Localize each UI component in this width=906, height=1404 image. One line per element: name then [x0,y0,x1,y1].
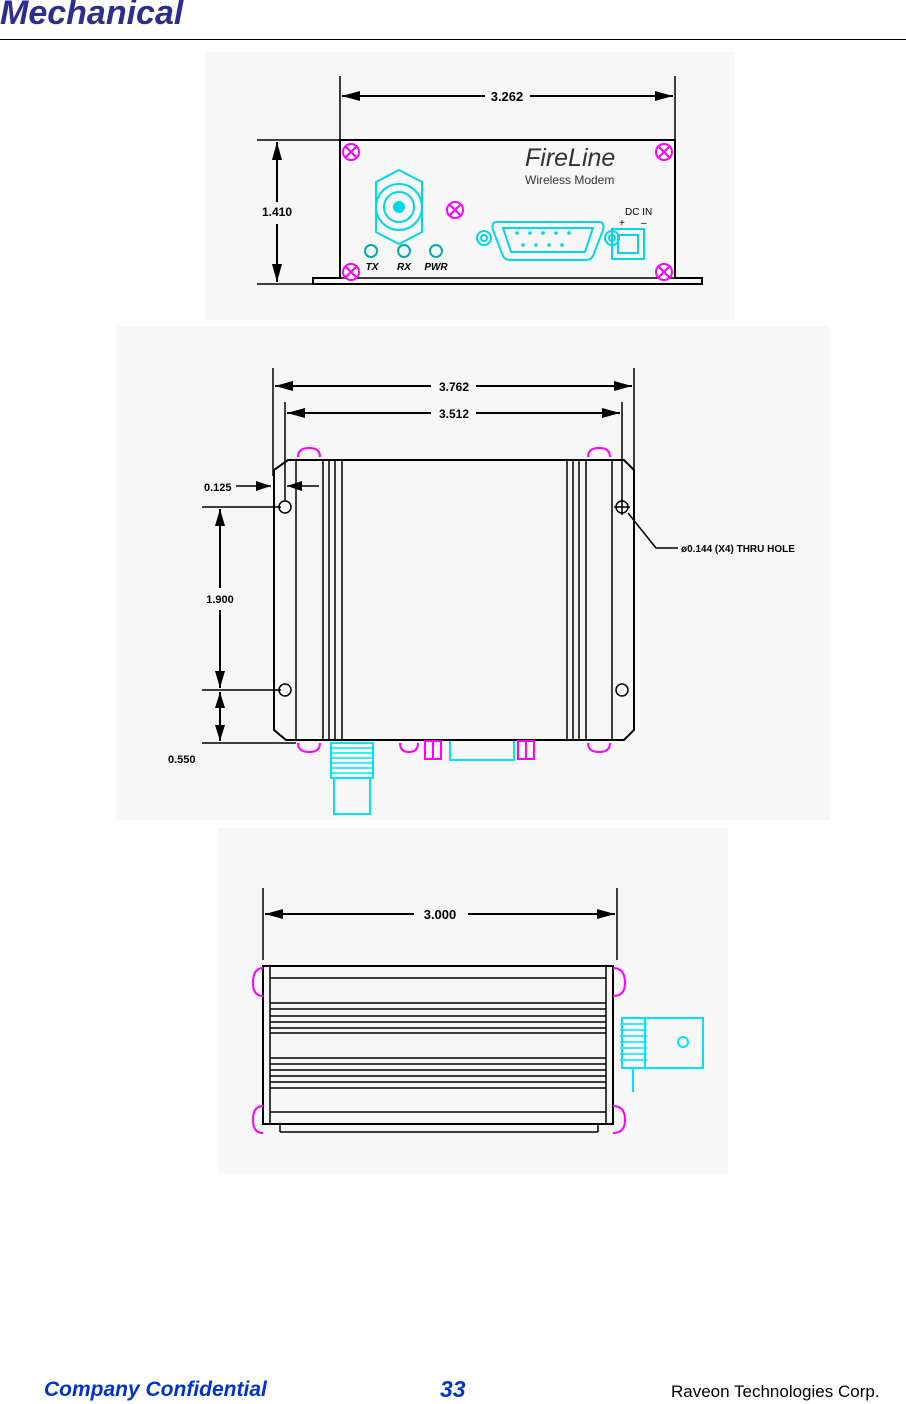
serial-connector [476,221,620,261]
front-width-dim: 3.262 [491,89,524,104]
brand-name: FireLine [525,144,615,172]
hole-span-dim: 3.512 [439,407,469,421]
status-leds [364,244,443,258]
side-view-drawing: 3.000 [218,828,728,1174]
footer-confidential: Company Confidential [44,1378,267,1401]
dc-minus: – [641,218,647,229]
dc-plus: + [619,218,625,229]
page-title: Mechanical [0,0,184,32]
mounting-holes [278,499,630,697]
edge-offset-dim: 0.125 [204,482,232,494]
antenna-connector [375,168,423,246]
brand-subtitle: Wireless Modem [525,173,614,187]
side-length-dim: 3.000 [424,907,457,922]
bottom-connectors [330,741,515,815]
hole-note: ø0.144 (X4) THRU HOLE [681,544,795,555]
dc-jack [611,228,645,260]
front-corner-screws [342,143,673,281]
outer-width-dim: 3.762 [439,380,469,394]
bottom-offset-dim: 0.550 [168,754,196,766]
page-number: 33 [440,1376,466,1402]
led-label-tx: TX [366,262,380,273]
footer-company: Raveon Technologies Corp. [671,1382,880,1401]
side-antenna-connector [620,1017,704,1092]
led-label-rx: RX [397,262,412,273]
front-view-drawing: 3.262 1.410 TX RX PWR [205,52,735,320]
dc-in-label: DC IN [625,207,652,218]
hole-pitch-dim: 1.900 [206,594,234,606]
top-view-drawing: 3.762 3.512 0.125 1.900 0.550 ø0.144 (X4… [116,326,830,820]
header-rule [0,39,906,40]
front-height-dim: 1.410 [262,205,292,219]
led-label-pwr: PWR [424,262,448,273]
